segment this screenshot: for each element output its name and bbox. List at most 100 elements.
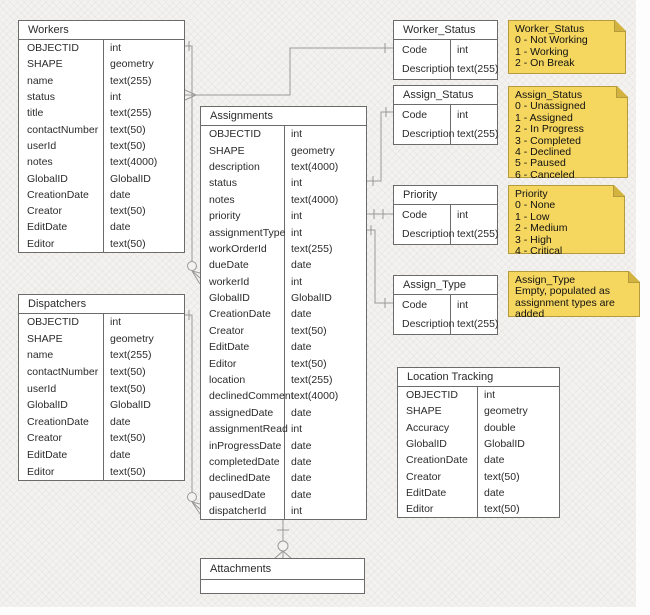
- table-row[interactable]: OBJECTID int: [201, 126, 366, 143]
- table-row[interactable]: assignmentRead int: [201, 421, 366, 438]
- note-line: 5 - Paused: [515, 157, 566, 170]
- table-row[interactable]: SHAPE geometry: [201, 142, 366, 159]
- entity-title[interactable]: Attachments: [201, 559, 364, 580]
- table-row[interactable]: name text(255): [19, 72, 184, 89]
- entity-worker-status[interactable]: Worker_Status Code int Description text(…: [393, 20, 498, 80]
- connector-workers-assignments[interactable]: [185, 41, 201, 285]
- table-row[interactable]: assignedDate date: [201, 404, 366, 422]
- entity-title[interactable]: Priority: [394, 186, 497, 205]
- table-row[interactable]: OBJECTID int: [19, 40, 184, 57]
- entity-title[interactable]: Location Tracking: [398, 368, 559, 387]
- table-row[interactable]: Accuracy double: [398, 419, 559, 436]
- entity-assign-type[interactable]: Assign_Type Code int Description text(25…: [393, 275, 498, 335]
- table-row[interactable]: location text(255): [201, 371, 366, 389]
- entity-workers[interactable]: Workers OBJECTID int SHAPE geometry name…: [18, 20, 185, 253]
- entity-title[interactable]: Assign_Type: [394, 276, 497, 295]
- table-row[interactable]: Description text(255): [394, 124, 498, 144]
- table-row[interactable]: OBJECTID int: [398, 387, 559, 404]
- table-row[interactable]: inProgressDate date: [201, 437, 366, 454]
- field-type: text(50): [110, 205, 146, 218]
- table-row[interactable]: pausedDate date: [201, 486, 366, 503]
- table-row[interactable]: notes text(4000): [201, 191, 366, 208]
- table-row[interactable]: EditDate date: [201, 339, 366, 356]
- table-row[interactable]: Editor text(50): [19, 235, 184, 252]
- table-row[interactable]: Editor text(50): [19, 463, 184, 480]
- field-type: int: [291, 177, 303, 190]
- table-row[interactable]: GlobalID GlobalID: [201, 289, 366, 307]
- field-type: text(255): [457, 318, 499, 331]
- entity-dispatchers[interactable]: Dispatchers OBJECTID int SHAPE geometry …: [18, 294, 185, 481]
- table-row[interactable]: Description text(255): [394, 314, 499, 334]
- table-row[interactable]: SHAPE geometry: [19, 330, 184, 348]
- connector-dispatchers-assignments[interactable]: [185, 310, 201, 515]
- table-row[interactable]: EditDate date: [19, 219, 184, 236]
- table-row[interactable]: Code int: [394, 205, 497, 225]
- field-type: date: [110, 415, 131, 428]
- table-row[interactable]: Editor text(50): [201, 355, 366, 372]
- table-row[interactable]: completedDate date: [201, 453, 366, 471]
- table-row[interactable]: name text(255): [19, 347, 184, 364]
- table-row[interactable]: userId text(50): [19, 137, 184, 155]
- table-row[interactable]: GlobalID GlobalID: [19, 170, 184, 187]
- table-row[interactable]: CreationDate date: [19, 186, 184, 203]
- table-row[interactable]: title text(255): [19, 105, 184, 122]
- table-row[interactable]: dueDate date: [201, 257, 366, 274]
- table-row[interactable]: Code int: [394, 105, 497, 125]
- entity-location-tracking[interactable]: Location Tracking OBJECTID int SHAPE geo…: [397, 367, 560, 519]
- table-row[interactable]: workerId int: [201, 273, 366, 290]
- table-row[interactable]: assignmentType int: [201, 224, 366, 241]
- entity-title[interactable]: Assign_Status: [394, 86, 497, 105]
- table-row[interactable]: dispatcherId int: [201, 502, 366, 520]
- table-row[interactable]: Description text(255): [394, 224, 498, 244]
- table-row[interactable]: CreationDate date: [201, 306, 366, 323]
- table-row[interactable]: declinedDate date: [201, 470, 366, 487]
- table-row[interactable]: SHAPE geometry: [398, 403, 559, 420]
- table-row[interactable]: declinedComment text(4000): [201, 388, 366, 405]
- table-row[interactable]: GlobalID GlobalID: [398, 435, 559, 453]
- connector-assignments-assign-status[interactable]: [367, 107, 393, 186]
- table-row[interactable]: description text(4000): [201, 158, 366, 176]
- table-row[interactable]: SHAPE geometry: [19, 56, 184, 73]
- table-row[interactable]: OBJECTID int: [19, 314, 184, 331]
- entity-priority[interactable]: Priority Code int Description text(255): [393, 185, 498, 245]
- table-row[interactable]: CreationDate date: [19, 413, 184, 431]
- table-row[interactable]: contactNumber text(50): [19, 121, 184, 138]
- table-row[interactable]: Creator text(50): [201, 322, 366, 340]
- table-row[interactable]: status int: [19, 88, 184, 106]
- entity-attachments[interactable]: Attachments: [200, 558, 365, 594]
- table-row[interactable]: workOrderId text(255): [201, 240, 366, 258]
- table-row[interactable]: priority int: [201, 207, 366, 225]
- entity-title[interactable]: Assignments: [201, 107, 366, 126]
- table-row[interactable]: userId text(50): [19, 380, 184, 397]
- table-row[interactable]: Creator text(50): [398, 468, 559, 485]
- entity-assign-status[interactable]: Assign_Status Code int Description text(…: [393, 85, 498, 145]
- table-row[interactable]: CreationDate date: [398, 452, 559, 469]
- table-row[interactable]: EditDate date: [19, 446, 184, 464]
- table-row[interactable]: Creator text(50): [19, 430, 184, 447]
- field-type: GlobalID: [291, 292, 332, 305]
- table-row[interactable]: Editor text(50): [398, 501, 559, 518]
- entity-title[interactable]: Workers: [19, 21, 184, 40]
- table-row[interactable]: Code int: [394, 40, 497, 60]
- connector-assignments-assign-type[interactable]: [367, 225, 393, 308]
- entity-assignments[interactable]: Assignments OBJECTID int SHAPE geometry …: [200, 106, 367, 521]
- connector-assignments-priority[interactable]: [367, 209, 393, 219]
- table-row[interactable]: Code int: [394, 295, 497, 315]
- table-row[interactable]: Description text(255): [394, 59, 498, 79]
- table-row[interactable]: GlobalID GlobalID: [19, 396, 184, 414]
- entity-title[interactable]: Dispatchers: [19, 295, 184, 314]
- table-row[interactable]: contactNumber text(50): [19, 363, 184, 381]
- entity-title[interactable]: Worker_Status: [394, 21, 497, 40]
- table-row[interactable]: Creator text(50): [19, 202, 184, 220]
- connector-workers-worker-status[interactable]: [184, 43, 393, 101]
- connector-assignments-attachments[interactable]: [273, 518, 293, 560]
- table-row[interactable]: notes text(4000): [19, 154, 184, 171]
- note-fold-corner: [616, 87, 627, 98]
- table-row[interactable]: status int: [201, 175, 366, 192]
- table-row[interactable]: EditDate date: [398, 484, 559, 502]
